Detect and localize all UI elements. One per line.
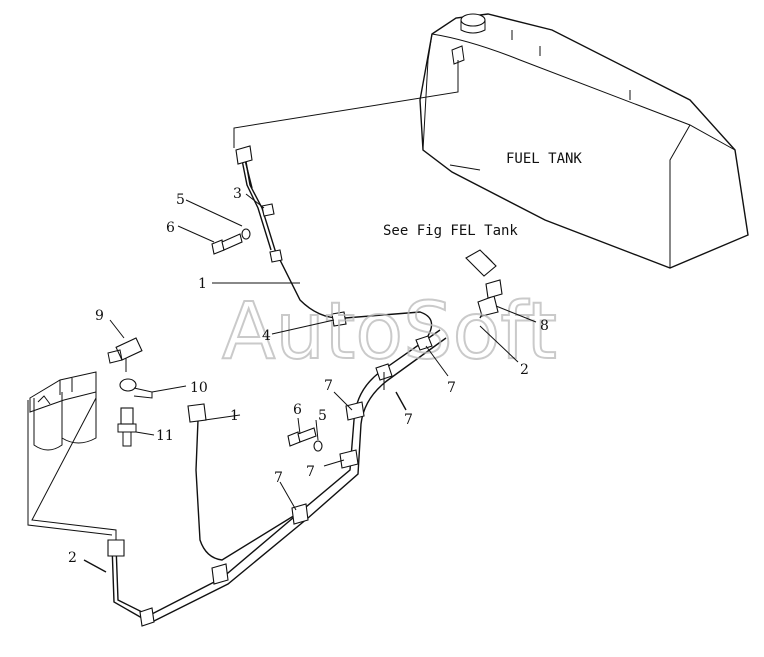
hose-fittings xyxy=(107,145,503,627)
callout-7-b: 7 xyxy=(447,380,456,396)
callout-4: 4 xyxy=(262,328,271,344)
callout-2-left: 2 xyxy=(68,550,77,566)
leader-lines xyxy=(83,193,537,573)
reference-note: See Fig FEL Tank xyxy=(383,223,518,239)
callout-9: 9 xyxy=(95,308,104,324)
clamps xyxy=(211,203,433,585)
callout-7-a: 7 xyxy=(324,378,333,394)
callout-2-right: 2 xyxy=(520,362,529,378)
callout-10: 10 xyxy=(190,380,208,396)
callout-11: 11 xyxy=(156,428,174,444)
fuel-tank-label: FUEL TANK xyxy=(506,151,582,167)
callouts: 1 1 2 2 3 4 5 5 6 6 7 7 7 7 7 8 9 10 11 xyxy=(68,186,549,566)
watermark: AutoSoft xyxy=(222,287,557,377)
bolts xyxy=(211,228,323,452)
connector-fitting xyxy=(117,407,137,447)
elbow-fitting xyxy=(107,337,143,372)
callout-8: 8 xyxy=(540,318,549,334)
callout-7-e: 7 xyxy=(274,470,283,486)
callout-3: 3 xyxy=(233,186,242,202)
callout-1-lower: 1 xyxy=(230,408,239,424)
callout-6-lower: 6 xyxy=(293,402,302,418)
fuel-line-hoses xyxy=(27,60,495,623)
callout-7-d: 7 xyxy=(306,464,315,480)
callout-7-c: 7 xyxy=(404,412,413,428)
fuel-filter xyxy=(29,371,97,451)
callout-5-lower: 5 xyxy=(318,408,327,424)
callout-6-upper: 6 xyxy=(166,220,175,236)
fuel-tank: FUEL TANK xyxy=(419,13,749,269)
callout-1-upper: 1 xyxy=(198,276,207,292)
callout-5-upper: 5 xyxy=(176,192,185,208)
banjo-fitting xyxy=(119,378,153,399)
